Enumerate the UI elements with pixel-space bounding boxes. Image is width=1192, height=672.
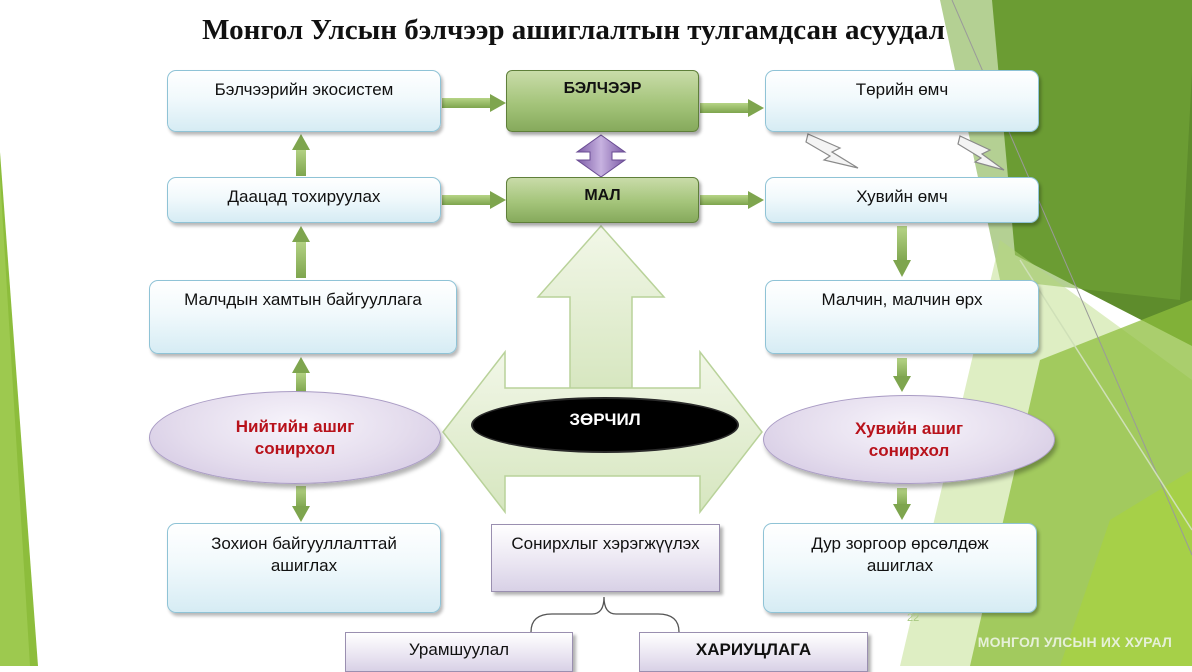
right-bright-green-shape bbox=[1060, 470, 1192, 666]
private-property-box: Хувийн өмч bbox=[765, 177, 1039, 223]
ecosystem-box: Бэлчээрийн экосистем bbox=[167, 70, 441, 132]
organized-use-box: Зохион байгууллалттай ашиглах bbox=[167, 523, 441, 613]
arrow-herder-to-private-interest bbox=[893, 358, 911, 392]
public-interest-line1: Нийтийн ашиг bbox=[235, 416, 355, 436]
arrow-private-to-herder bbox=[893, 226, 911, 277]
page-title: Монгол Улсын бэлчээр ашиглалтын тулгамдс… bbox=[202, 14, 945, 46]
arrow-ecosystem-to-pasture bbox=[442, 94, 506, 112]
lightning-bolt-1 bbox=[805, 133, 859, 169]
arrow-public-interest-down bbox=[292, 486, 310, 522]
lightning-bolt-2 bbox=[957, 135, 1005, 171]
random-competition-label: Дур зоргоор өрсөлдөж ашиглах bbox=[811, 534, 989, 575]
realize-interest-box: Сонирхлыг хэрэгжүүлэх bbox=[491, 524, 720, 592]
left-green-wedge-light bbox=[0, 176, 30, 666]
herder-org-box: Малчдын хамтын байгууллага bbox=[149, 280, 457, 354]
responsibility-label: ХАРИУЦЛАГА bbox=[695, 640, 812, 659]
public-interest-oval: Нийтийн ашиг сонирхол bbox=[149, 391, 441, 484]
public-interest-line2: сонирхол bbox=[254, 438, 336, 458]
responsibility-box: ХАРИУЦЛАГА bbox=[639, 632, 868, 672]
private-property-label: Хувийн өмч bbox=[856, 187, 948, 206]
livestock-box: МАЛ bbox=[506, 177, 699, 223]
big-up-arrow bbox=[536, 224, 666, 393]
footer-text: МОНГОЛ УЛСЫН ИХ ХУРАЛ bbox=[977, 634, 1172, 650]
realize-interest-label: Сонирхлыг хэрэгжүүлэх bbox=[511, 534, 700, 553]
arrow-adjust-to-ecosystem bbox=[292, 134, 310, 176]
page-number: 22 bbox=[907, 612, 920, 624]
arrow-adjust-to-livestock bbox=[442, 191, 506, 209]
herder-household-box: Малчин, малчин өрх bbox=[765, 280, 1039, 354]
private-interest-oval: Хувийн ашиг сонирхол bbox=[763, 395, 1055, 484]
organized-use-label: Зохион байгууллалттай ашиглах bbox=[211, 534, 397, 575]
arrow-public-interest-to-org bbox=[292, 357, 310, 392]
livestock-label: МАЛ bbox=[584, 187, 621, 204]
random-competition-box: Дур зоргоор өрсөлдөж ашиглах bbox=[763, 523, 1037, 613]
state-property-box: Төрийн өмч bbox=[765, 70, 1039, 132]
private-interest-line2: сонирхол bbox=[868, 440, 950, 460]
purple-double-arrow bbox=[575, 134, 627, 178]
adjust-box: Даацад тохируулах bbox=[167, 177, 441, 223]
arrow-private-interest-down bbox=[893, 488, 911, 520]
conflict-oval: ЗӨРЧИЛ bbox=[471, 397, 739, 453]
herder-org-label: Малчдын хамтын байгууллага bbox=[184, 290, 422, 309]
pasture-label: БЭЛЧЭЭР bbox=[563, 80, 642, 97]
incentive-box: Урамшуулал bbox=[345, 632, 573, 672]
incentive-label: Урамшуулал bbox=[408, 640, 510, 659]
herder-household-label: Малчин, малчин өрх bbox=[821, 290, 983, 309]
arrow-org-to-adjust bbox=[292, 226, 310, 278]
conflict-label: ЗӨРЧИЛ bbox=[569, 410, 641, 429]
ecosystem-label: Бэлчээрийн экосистем bbox=[214, 80, 394, 99]
arrow-pasture-to-state bbox=[700, 99, 764, 117]
state-property-label: Төрийн өмч bbox=[855, 80, 949, 99]
arrow-livestock-to-private bbox=[700, 191, 764, 209]
brace bbox=[530, 596, 680, 633]
adjust-label: Даацад тохируулах bbox=[227, 187, 381, 206]
thin-gray-line-2 bbox=[1019, 259, 1192, 531]
private-interest-line1: Хувийн ашиг bbox=[854, 418, 964, 438]
pasture-box: БЭЛЧЭЭР bbox=[506, 70, 699, 132]
